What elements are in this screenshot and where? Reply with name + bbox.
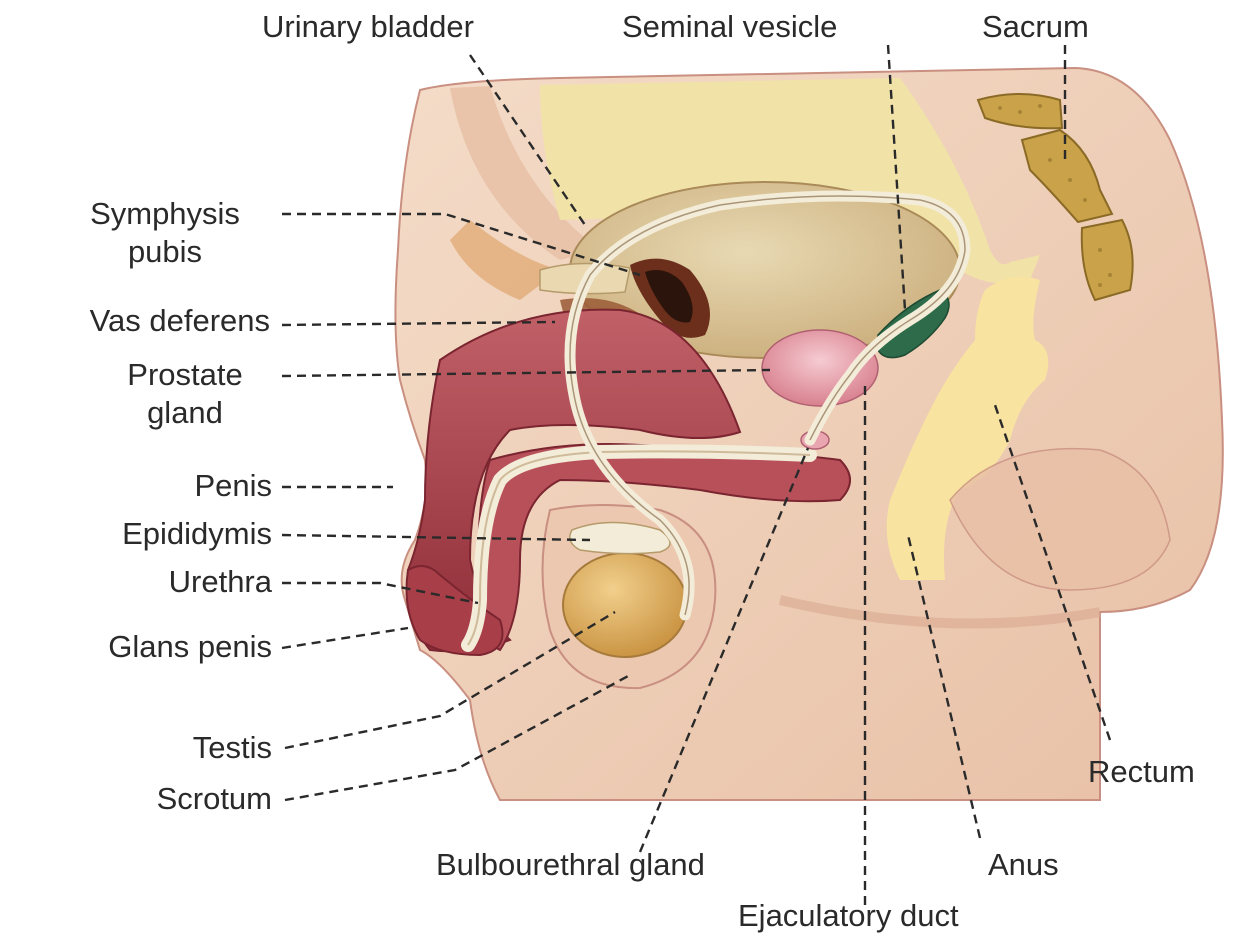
leader-glans-penis — [282, 628, 408, 648]
label-urinary-bladder: Urinary bladder — [262, 8, 474, 46]
label-symphysis-pubis: Symphysis pubis — [50, 195, 280, 271]
label-ejaculatory-duct: Ejaculatory duct — [738, 897, 959, 935]
label-prostate-gland: Prostate gland — [90, 356, 280, 432]
label-epididymis: Epididymis — [0, 515, 272, 553]
label-scrotum: Scrotum — [0, 780, 272, 818]
label-urethra: Urethra — [0, 563, 272, 601]
label-symphysis-pubis-line1: Symphysis — [50, 195, 280, 233]
label-testis: Testis — [0, 729, 272, 767]
label-penis: Penis — [0, 467, 272, 505]
label-sacrum: Sacrum — [982, 8, 1089, 46]
label-prostate-line2: gland — [90, 394, 280, 432]
label-seminal-vesicle: Seminal vesicle — [622, 8, 837, 46]
label-bulbourethral-gland: Bulbourethral gland — [436, 846, 705, 884]
label-glans-penis: Glans penis — [0, 628, 272, 666]
label-symphysis-pubis-line2: pubis — [50, 233, 280, 271]
label-prostate-line1: Prostate — [90, 356, 280, 394]
label-anus: Anus — [988, 846, 1059, 884]
label-vas-deferens: Vas deferens — [0, 302, 270, 340]
testis-organ — [563, 553, 687, 657]
label-rectum: Rectum — [1088, 753, 1195, 791]
